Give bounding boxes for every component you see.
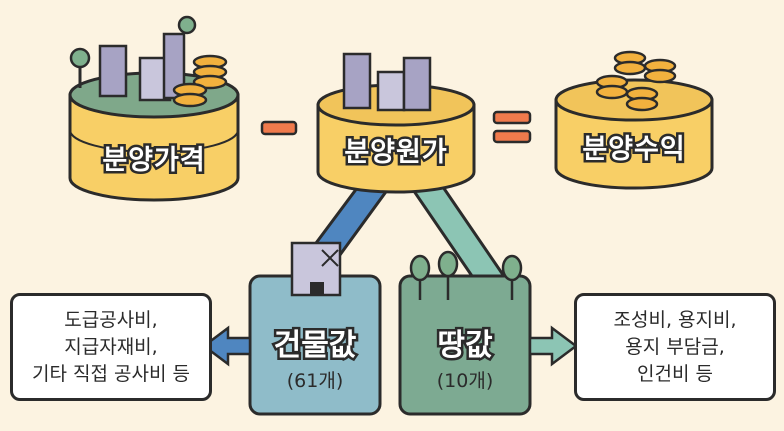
coin-stack-icon	[595, 50, 677, 112]
coin-stack-icon	[172, 54, 228, 108]
note-line: 인건비 등	[637, 362, 713, 385]
minus-sign	[260, 120, 298, 136]
note-line: 기타 직접 공사비 등	[32, 362, 190, 385]
sale-price-label: 분양가격	[100, 143, 207, 179]
land-cost-count: (10개)	[436, 370, 494, 392]
building-cost-count: (61개)	[286, 370, 344, 392]
equals-sign	[492, 110, 532, 144]
note-line: 지급자재비,	[64, 335, 158, 358]
building-arrow	[201, 325, 252, 367]
sale-price-drum	[68, 15, 240, 202]
tree-icon	[409, 250, 523, 300]
building-cost-title: 건물값	[271, 326, 359, 366]
sale-profit-label: 분양수익	[580, 132, 687, 168]
note-line: 조성비, 용지비,	[613, 308, 737, 331]
sale-profit-drum	[554, 50, 714, 190]
land-items-note: 조성비, 용지비, 용지 부담금, 인건비 등	[574, 293, 776, 401]
note-line: 용지 부담금,	[625, 335, 725, 358]
building-items-note: 도급공사비, 지급자재비, 기타 직접 공사비 등	[10, 293, 212, 401]
land-arrow	[528, 325, 579, 367]
construction-building-icon	[290, 241, 342, 297]
note-line: 도급공사비,	[64, 308, 158, 331]
sale-cost-label: 분양원가	[342, 135, 449, 171]
land-cost-title: 땅값	[435, 326, 495, 366]
tree-icon	[69, 47, 91, 69]
sale-cost-drum	[316, 52, 476, 194]
